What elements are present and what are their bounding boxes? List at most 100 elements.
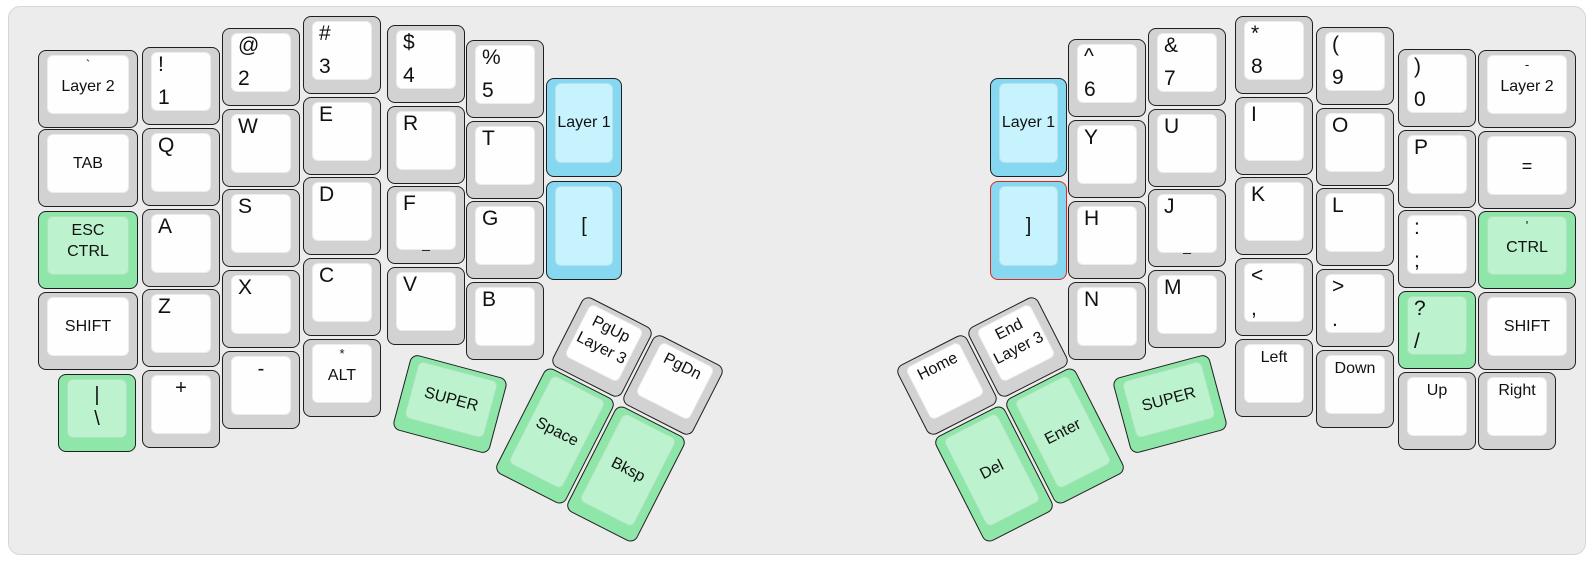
keycap-top: + — [151, 375, 211, 434]
key-legend-line: Enter — [1041, 415, 1084, 448]
key-y[interactable]: Y — [1068, 120, 1146, 198]
key-l[interactable]: L — [1316, 188, 1394, 266]
key-layer1-left[interactable]: Layer 1 — [546, 78, 622, 177]
key-u[interactable]: U — [1148, 109, 1226, 187]
key-c[interactable]: C — [303, 258, 381, 336]
key-3[interactable]: #3 — [303, 16, 381, 94]
key-legend-line: : — [1414, 216, 1420, 239]
key-tab[interactable]: TAB — [38, 129, 138, 207]
key-up[interactable]: Up — [1398, 372, 1476, 450]
key-legend-line: 2 — [238, 67, 250, 90]
key-legend-line: PgDn — [660, 350, 704, 384]
key-rbracket[interactable]: ] — [990, 181, 1067, 280]
key-g[interactable]: G — [466, 201, 544, 279]
key-legend: U — [1164, 115, 1179, 139]
key-legend-line: ? — [1414, 297, 1426, 320]
key-right[interactable]: Right — [1478, 372, 1556, 450]
key-h[interactable]: H — [1068, 201, 1146, 279]
key-v[interactable]: V — [387, 267, 465, 345]
key-super-left[interactable]: SUPER — [391, 353, 509, 455]
key-q[interactable]: Q — [142, 128, 220, 206]
key-legend: #3 — [313, 22, 371, 79]
key-comma[interactable]: <, — [1235, 258, 1313, 336]
key-legend-line: [ — [581, 215, 587, 237]
key-legend-line: 7 — [1164, 67, 1176, 90]
key-7[interactable]: &7 — [1148, 28, 1226, 106]
key-o[interactable]: O — [1316, 108, 1394, 186]
key-a[interactable]: A — [142, 209, 220, 287]
key-legend-line: * — [1251, 22, 1260, 45]
keycap-top: D — [312, 182, 372, 241]
key-m[interactable]: M — [1148, 270, 1226, 348]
keycap-top: SHIFT — [1487, 297, 1567, 356]
key-t[interactable]: T — [466, 121, 544, 199]
key-w[interactable]: W — [222, 109, 300, 187]
keycap-top: $4 — [396, 30, 456, 89]
key-e[interactable]: E — [303, 97, 381, 175]
key-legend: D — [319, 183, 334, 207]
key-z[interactable]: Z — [142, 289, 220, 367]
key-period[interactable]: >. — [1316, 269, 1394, 347]
key-9[interactable]: (9 — [1316, 27, 1394, 105]
key-layer2-left[interactable]: ` Layer 2 — [38, 50, 138, 128]
key-legend: G — [482, 207, 498, 231]
key-x[interactable]: X — [222, 270, 300, 348]
key-legend: M — [1164, 276, 1182, 300]
key-equals[interactable]: = — [1478, 131, 1576, 209]
key-minus-left[interactable]: - — [222, 351, 300, 429]
keycap-top: ^6 — [1077, 44, 1137, 103]
key-i[interactable]: I — [1235, 97, 1313, 175]
key-legend-line: ` — [85, 57, 91, 72]
keycap-top: I — [1244, 102, 1304, 161]
key-legend-line: Layer 2 — [61, 78, 115, 95]
key-f[interactable]: F_ — [387, 186, 465, 264]
key-legend: Right — [1488, 378, 1546, 435]
key-r[interactable]: R — [387, 106, 465, 184]
key-pipe-backslash[interactable]: |\ — [58, 374, 136, 452]
key-j[interactable]: J_ — [1148, 189, 1226, 267]
key-legend: @2 — [232, 34, 290, 91]
key-down[interactable]: Down — [1316, 350, 1394, 428]
key-d[interactable]: D — [303, 177, 381, 255]
key-1[interactable]: !1 — [142, 47, 220, 125]
key-legend: SUPER — [405, 362, 497, 438]
key-alt[interactable]: *ALT — [303, 339, 381, 417]
key-0[interactable]: )0 — [1398, 49, 1476, 127]
key-legend-line: $ — [403, 31, 415, 54]
key-plus[interactable]: + — [142, 370, 220, 448]
key-slash[interactable]: ?/ — [1398, 291, 1476, 369]
key-ctrl-right[interactable]: 'CTRL — [1478, 211, 1576, 289]
key-super-right[interactable]: SUPER — [1111, 353, 1229, 455]
key-lbracket[interactable]: [ — [546, 181, 622, 280]
key-legend-line: - — [1524, 57, 1530, 72]
key-p[interactable]: P — [1398, 130, 1476, 208]
key-shift-left[interactable]: SHIFT — [38, 292, 138, 370]
key-shift-right[interactable]: SHIFT — [1478, 292, 1576, 370]
key-legend-line: SUPER — [422, 383, 481, 415]
key-legend: Down — [1326, 356, 1384, 413]
key-6[interactable]: ^6 — [1068, 39, 1146, 117]
key-b[interactable]: B — [466, 282, 544, 360]
key-legend-line: 4 — [403, 64, 415, 87]
key-8[interactable]: *8 — [1235, 16, 1313, 94]
key-layer1-right[interactable]: Layer 1 — [990, 78, 1067, 177]
key-k[interactable]: K — [1235, 177, 1313, 255]
key-legend: Layer 1 — [556, 84, 612, 162]
key-s[interactable]: S — [222, 189, 300, 267]
key-legend-line: ) — [1414, 55, 1421, 78]
key-semicolon[interactable]: :; — [1398, 210, 1476, 288]
key-legend: Up — [1408, 378, 1466, 435]
key-left[interactable]: Left — [1235, 339, 1313, 417]
key-5[interactable]: %5 — [466, 40, 544, 118]
key-legend: *8 — [1245, 22, 1303, 79]
key-layer2-right[interactable]: -Layer 2 — [1478, 50, 1576, 128]
key-4[interactable]: $4 — [387, 25, 465, 103]
key-n[interactable]: N — [1068, 282, 1146, 360]
key-legend-line: SHIFT — [1503, 317, 1551, 335]
key-2[interactable]: @2 — [222, 28, 300, 106]
